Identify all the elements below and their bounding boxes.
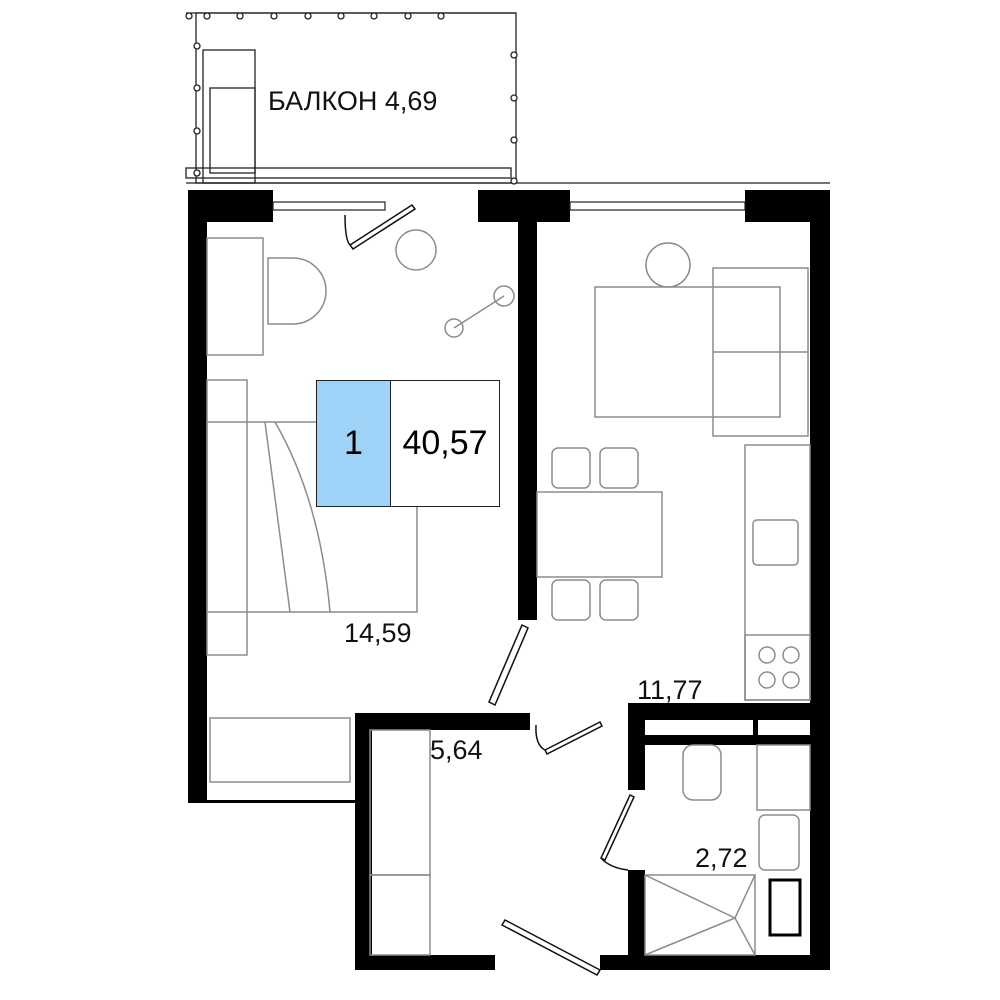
- balcony: [185, 12, 830, 185]
- doors: [344, 203, 635, 976]
- hallway-area-label: 5,64: [430, 735, 483, 765]
- living-area-label: 11,77: [637, 675, 703, 705]
- apartment-badge: 1 40,57: [316, 380, 500, 507]
- furniture: [206, 229, 811, 956]
- rooms-count: 1: [317, 381, 391, 506]
- walls: [188, 190, 830, 970]
- balcony-label: БАЛКОН 4,69: [268, 86, 438, 116]
- bedroom-area-label: 14,59: [344, 618, 412, 648]
- windows: [272, 201, 746, 211]
- bathroom-area-label: 2,72: [695, 843, 748, 873]
- radiator: [768, 878, 802, 937]
- total-area: 40,57: [402, 424, 488, 462]
